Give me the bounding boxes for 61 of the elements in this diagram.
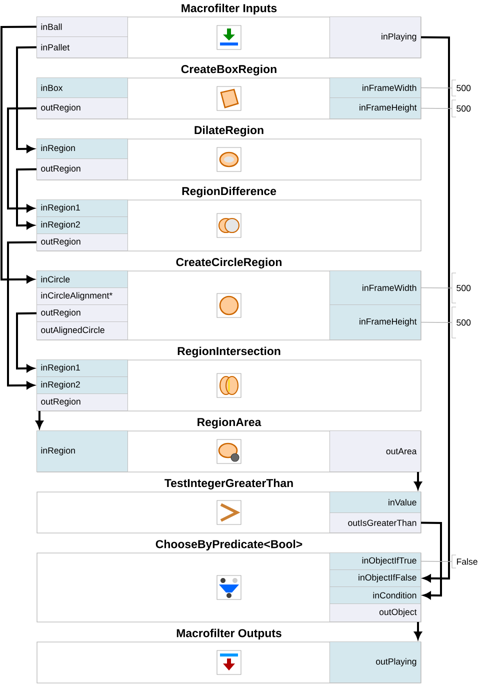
port-cell: outRegion [36, 304, 128, 322]
node-label: ChooseByPredicate<Bool> [156, 540, 302, 550]
node-label: TestIntegerGreaterThan [164, 478, 293, 490]
node-label: CreateBoxRegion [181, 64, 276, 76]
port-cell: inRegion2 [36, 376, 128, 394]
port-cell: inCircle [36, 270, 128, 288]
constant-value: 500 [452, 80, 471, 96]
port-cell: outObject [329, 603, 421, 622]
port-cell: inFrameHeight [329, 97, 421, 120]
port-cell: outIsGreaterThan [329, 512, 421, 533]
port-cell: inCircleAlignment* [36, 287, 128, 305]
connector-arrow [16, 46, 36, 153]
node-label: RegionDifference [182, 186, 276, 198]
port-cell: outRegion [36, 158, 128, 180]
constant-value: 500 [452, 100, 471, 118]
connector-arrow [414, 622, 422, 640]
node-label: DilateRegion [194, 126, 264, 136]
port-cell: outRegion [36, 233, 128, 252]
port-cell: inFrameHeight [329, 304, 421, 340]
node-label: RegionArea [198, 418, 262, 428]
node-label: Macrofilter Inputs [182, 4, 277, 14]
port-cell: inObjectIfFalse [329, 569, 421, 587]
leader-line [420, 108, 452, 109]
leader-line [420, 560, 452, 562]
connector-arrow [7, 241, 36, 390]
port-cell: inFrameWidth [329, 270, 421, 305]
node-label: Macrofilter Outputs [176, 628, 282, 640]
port-cell: outAlignedCircle [36, 321, 128, 340]
constant-value: 500 [452, 306, 471, 338]
port-cell: outArea [329, 430, 421, 472]
leader-line [420, 287, 452, 288]
node-label: CreateCircleRegion [176, 258, 282, 268]
connector-arrow [0, 26, 36, 284]
port-cell: outRegion [36, 97, 128, 120]
port-cell: inFrameWidth [329, 77, 421, 98]
leader-line [420, 87, 452, 88]
port-cell: inRegion [36, 138, 128, 160]
connector-arrow [414, 472, 422, 490]
connector-arrow [420, 36, 450, 582]
connector-arrow [16, 168, 36, 230]
connector-arrow [16, 312, 36, 372]
port-cell: outPlaying [329, 641, 421, 683]
port-cell: inRegion1 [36, 359, 128, 378]
connector-arrow [420, 522, 442, 600]
connector-arrow [36, 411, 44, 428]
leader-line [420, 322, 452, 323]
port-cell: inValue [329, 491, 421, 513]
port-cell: outRegion [36, 393, 128, 412]
port-cell: inPallet [36, 36, 128, 58]
port-cell: inCondition [329, 586, 421, 604]
port-cell: inRegion [36, 430, 128, 472]
constant-value: False [452, 554, 478, 568]
node-label: RegionIntersection [178, 346, 280, 358]
constant-value: 500 [452, 272, 471, 304]
port-cell: inBall [36, 16, 128, 38]
connector-arrow [7, 107, 36, 212]
port-cell: inRegion2 [36, 216, 128, 234]
port-cell: inPlaying [329, 16, 421, 58]
port-cell: inBox [36, 77, 128, 98]
port-cell: inObjectIfTrue [329, 552, 421, 570]
port-cell: inRegion1 [36, 199, 128, 218]
